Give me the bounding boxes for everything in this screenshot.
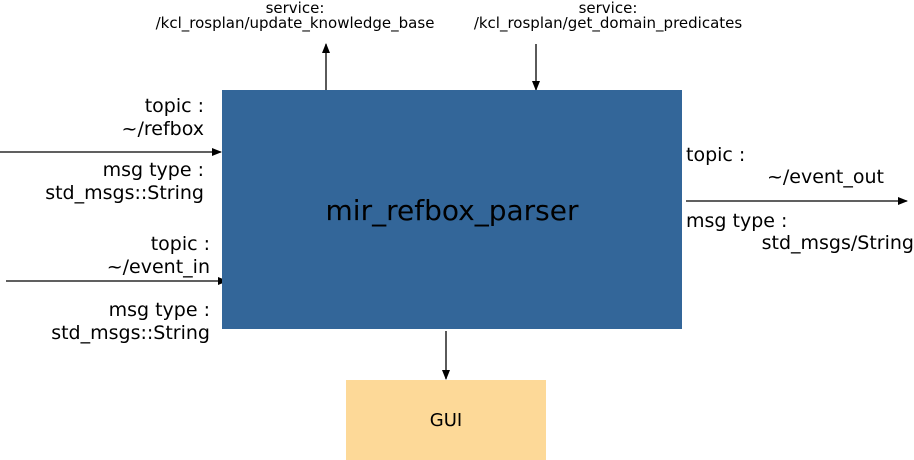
refbox-msg-label: msg type : std_msgs::String — [45, 161, 204, 203]
update-service-name: /kcl_rosplan/update_knowledge_base — [155, 14, 435, 32]
refbox-topic-name: ~/refbox — [121, 118, 204, 140]
event-in-msg-type: std_msgs::String — [51, 322, 210, 344]
update-service-prefix: service: — [265, 0, 325, 17]
update-service-label: service: /kcl_rosplan/update_knowledge_b… — [140, 1, 450, 31]
event-in-topic-name: ~/event_in — [106, 256, 210, 278]
event-out-msg-type: std_msgs/String — [761, 232, 914, 254]
refbox-topic-caption: topic : — [144, 95, 204, 117]
event-in-topic-label: topic : ~/event_in — [107, 235, 210, 277]
event-in-topic-caption: topic : — [150, 233, 210, 255]
event-out-msg-caption: msg type : — [686, 210, 788, 232]
event-in-msg-label: msg type : std_msgs::String — [51, 301, 210, 343]
refbox-msg-type: std_msgs::String — [45, 182, 204, 204]
refbox-msg-caption: msg type : — [102, 159, 204, 181]
predicates-service-name: /kcl_rosplan/get_domain_predicates — [473, 14, 743, 32]
event-in-msg-caption: msg type : — [108, 299, 210, 321]
predicates-service-prefix: service: — [578, 0, 638, 17]
predicates-service-label: service: /kcl_rosplan/get_domain_predica… — [458, 1, 758, 31]
event-out-topic-caption: topic : — [686, 144, 746, 166]
main-node-label: mir_refbox_parser — [325, 194, 579, 227]
refbox-topic-label: topic : ~/refbox — [122, 97, 204, 139]
main-node: mir_refbox_parser — [222, 90, 682, 329]
gui-node: GUI — [346, 380, 546, 460]
event-out-topic-name: ~/event_out — [766, 166, 884, 188]
gui-node-label: GUI — [429, 409, 463, 431]
